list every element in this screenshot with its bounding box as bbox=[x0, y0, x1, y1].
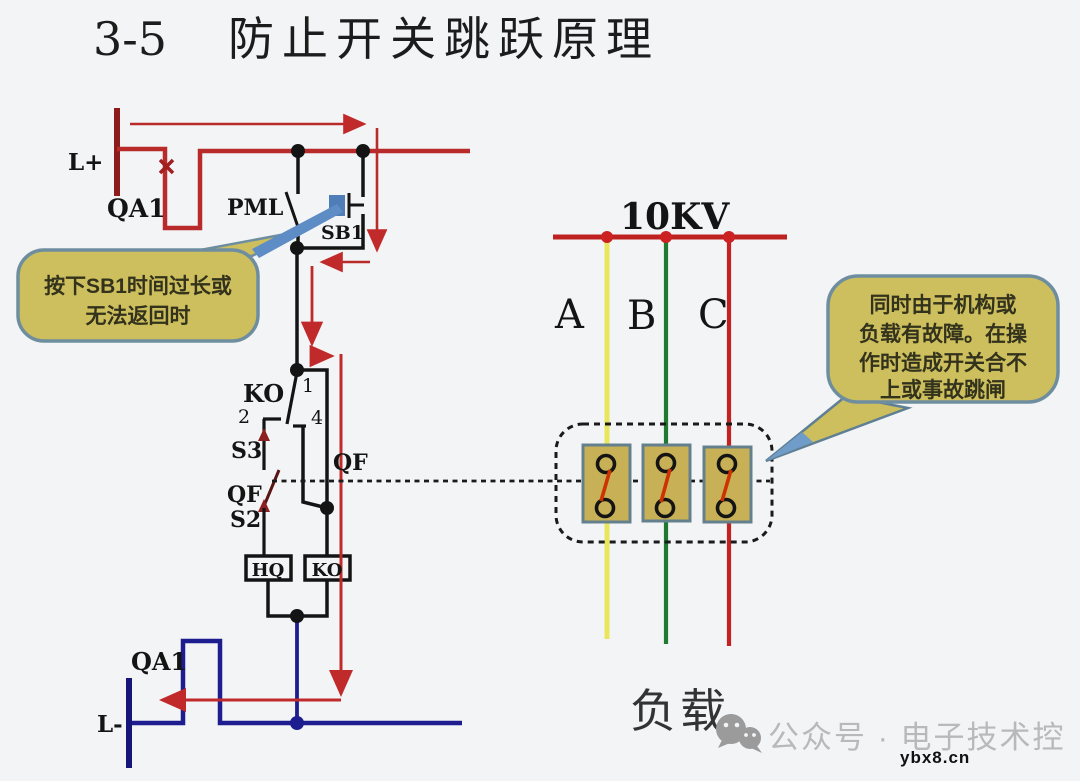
pin-1-label: 1 bbox=[302, 375, 314, 397]
right-callout-line2: 负载有故障。在操 bbox=[859, 322, 1028, 346]
terminal4-branch bbox=[301, 426, 328, 510]
bus-voltage-label: 10KV bbox=[620, 196, 730, 238]
junction-dots bbox=[290, 144, 370, 623]
pml-label: PML bbox=[227, 195, 283, 221]
page-title: 防止开关跳跃原理 bbox=[228, 12, 660, 66]
right-callout-line3: 作时造成开关合不 bbox=[859, 351, 1027, 375]
watermark-account: 公众号 · 电子技术控 bbox=[768, 720, 1066, 755]
left-callout-line2: 无法返回时 bbox=[86, 304, 191, 328]
hq-coil-label: HQ bbox=[252, 560, 285, 581]
supply-trace bbox=[117, 146, 470, 231]
right-callout-pointer bbox=[766, 432, 813, 461]
qf-trip-label: QF bbox=[333, 450, 368, 476]
breaker-pole-a bbox=[581, 443, 632, 524]
right-callout-bubble bbox=[826, 274, 1060, 404]
negative-rail-junction-dot bbox=[290, 716, 304, 730]
breaker-dashed-enclosure bbox=[554, 422, 774, 544]
breaker-blades bbox=[599, 468, 733, 503]
phase-b-label: B bbox=[627, 293, 656, 339]
l-plus-label: L+ bbox=[68, 149, 103, 176]
l-minus-label: L- bbox=[97, 711, 123, 738]
negative-rail-trace bbox=[129, 638, 462, 726]
breaker-contact-circles bbox=[594, 452, 738, 519]
watermark-site: ybx8.cn bbox=[900, 748, 970, 767]
qf-aux-label: QF bbox=[227, 482, 262, 508]
s3-label: S3 bbox=[231, 438, 262, 464]
right-callout-line1: 同时由于机构或 bbox=[870, 293, 1017, 317]
left-callout-line1: 按下SB1时间过长或 bbox=[44, 274, 232, 298]
qf-aux-blade bbox=[262, 469, 281, 507]
pml-contact-blade bbox=[284, 191, 301, 231]
ko-changeover-blade bbox=[285, 371, 299, 425]
phase-a-label: A bbox=[554, 292, 585, 338]
qa1-top-label: QA1 bbox=[107, 194, 166, 223]
qa1-bottom-label: QA1 bbox=[131, 647, 187, 676]
s2-contact-arrow bbox=[258, 499, 270, 512]
bus-tap-dots bbox=[601, 231, 735, 243]
pin-2-label: 2 bbox=[238, 406, 250, 428]
phase-c-label: C bbox=[698, 292, 729, 338]
ko-relay-label: KO bbox=[243, 379, 284, 408]
open-contact-x-mark bbox=[158, 158, 175, 175]
right-callout-line4: 上或事故跳闸 bbox=[880, 378, 1006, 402]
s3-contact-arrow bbox=[258, 428, 270, 441]
pin-4-label: 4 bbox=[311, 407, 323, 429]
load-label: 负载 bbox=[630, 685, 730, 737]
sb1-lower-lead bbox=[297, 214, 365, 250]
ko-bypass-branch bbox=[297, 368, 329, 508]
s2-label: S2 bbox=[230, 507, 261, 533]
sb1-label: SB1 bbox=[321, 222, 364, 244]
title-number: 3-5 bbox=[93, 12, 167, 66]
wechat-icon bbox=[716, 714, 762, 753]
left-callout-pointer bbox=[252, 204, 343, 258]
ko-coil-label: KO bbox=[312, 560, 343, 581]
left-callout-bubble bbox=[16, 248, 260, 343]
